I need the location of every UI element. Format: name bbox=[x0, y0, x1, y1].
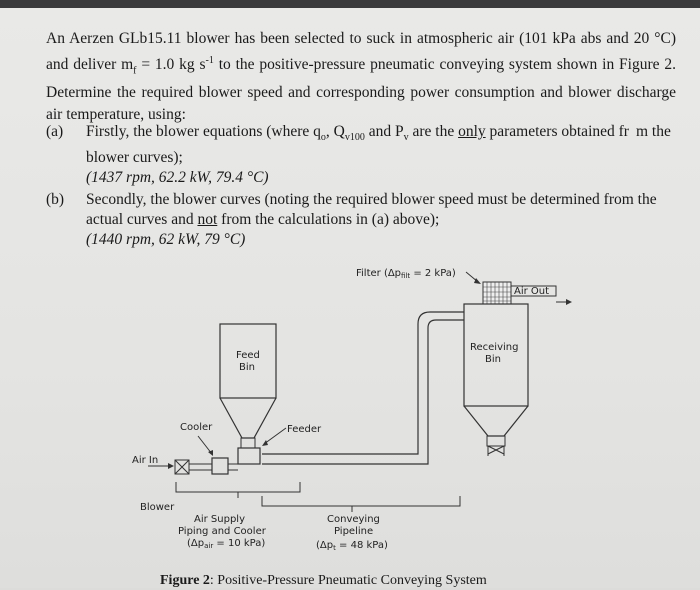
filter-box bbox=[482, 281, 512, 305]
receiving-bin-label-2: Bin bbox=[485, 354, 501, 365]
figure-caption: Figure 2: Positive-Pressure Pneumatic Co… bbox=[160, 573, 487, 588]
top-bar bbox=[0, 0, 700, 8]
part-b-label: (b) bbox=[46, 191, 65, 208]
feeder bbox=[237, 447, 261, 465]
feeder-label: Feeder bbox=[287, 424, 322, 435]
part-a-label: (a) bbox=[46, 123, 64, 140]
air-out-label: Air Out bbox=[514, 286, 549, 297]
receiving-bin bbox=[463, 303, 529, 407]
pipeline-pressure-drop-label: (Δpt = 48 kPa) bbox=[316, 540, 388, 552]
blower-label: Blower bbox=[140, 502, 175, 513]
feed-bin bbox=[219, 323, 277, 399]
pipeline-label: Pipeline bbox=[334, 526, 373, 537]
part-a-text: Firstly, the blower equations (where qo,… bbox=[86, 123, 671, 187]
cooler bbox=[211, 457, 229, 475]
air-pressure-drop-label: (Δpair = 10 kPa) bbox=[187, 538, 265, 550]
air-in-label: Air In bbox=[132, 455, 158, 466]
figure-2-diagram: Filter (Δpfilt = 2 kPa) Air Out Receivin… bbox=[132, 268, 572, 588]
part-a-answer: (1437 rpm, 62.2 kW, 79.4 °C) bbox=[86, 169, 269, 187]
air-supply-label: Air Supply bbox=[194, 514, 245, 525]
blower bbox=[174, 459, 190, 475]
receiving-bin-label: Receiving bbox=[470, 342, 518, 353]
cooler-label: Cooler bbox=[180, 422, 213, 433]
feed-bin-label-2: Bin bbox=[239, 362, 255, 373]
conveying-label: Conveying bbox=[327, 514, 380, 525]
part-b-answer: (1440 rpm, 62 kW, 79 °C) bbox=[86, 231, 246, 248]
document-page: An Aerzen GLb15.11 blower has been selec… bbox=[0, 8, 700, 588]
filter-label: Filter (Δpfilt = 2 kPa) bbox=[356, 268, 456, 280]
part-b-text: Secondly, the blower curves (noting the … bbox=[86, 191, 657, 248]
feed-bin-label: Feed bbox=[236, 350, 260, 361]
piping-cooler-label: Piping and Cooler bbox=[178, 526, 267, 537]
problem-statement: An Aerzen GLb15.11 blower has been selec… bbox=[46, 30, 676, 124]
conveying-pipeline bbox=[417, 311, 464, 340]
